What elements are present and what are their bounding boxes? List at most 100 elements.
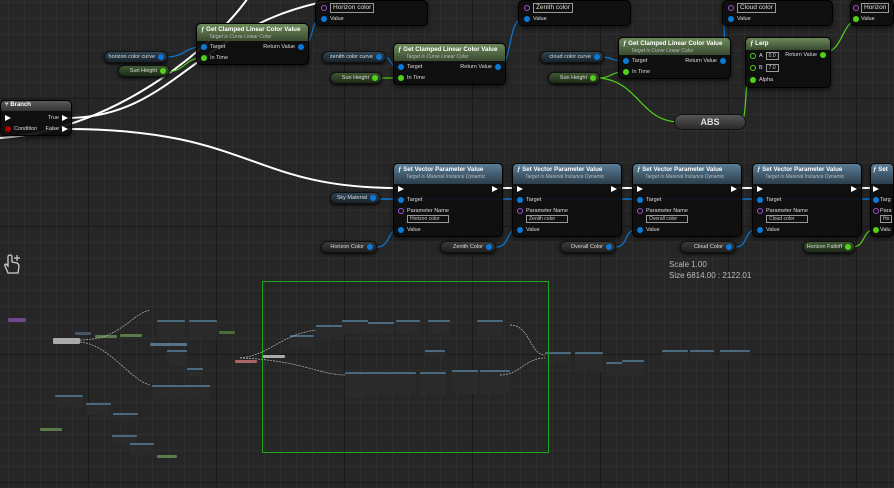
a-pin-icon[interactable] — [750, 53, 756, 59]
target-pin-icon[interactable] — [873, 197, 879, 203]
value-pin-icon[interactable] — [853, 16, 859, 22]
parameter-name-input[interactable]: Horizon color — [407, 215, 449, 223]
exec-out-pin-icon[interactable] — [611, 186, 617, 192]
b-input[interactable]: 7.0 — [765, 64, 779, 72]
exec-in-pin-icon[interactable] — [637, 186, 643, 192]
output-pin-icon[interactable] — [486, 244, 492, 250]
output-pin-icon[interactable] — [845, 244, 851, 250]
color-variable[interactable]: Horizon Falloff — [803, 241, 855, 253]
target-pin-icon[interactable] — [398, 64, 404, 70]
name-pin-icon[interactable] — [728, 5, 734, 11]
name-pin-icon[interactable] — [637, 208, 643, 214]
output-pin-icon[interactable] — [590, 75, 596, 81]
curve-variable[interactable]: zenith color curve — [322, 51, 386, 63]
sky-material-variable[interactable]: Sky Material — [330, 192, 380, 204]
return-pin-icon[interactable] — [495, 64, 501, 70]
name-pin-icon[interactable] — [524, 5, 530, 11]
set-scalar-node-partial[interactable]: Horizon Value — [850, 0, 894, 26]
exec-out-pin-icon[interactable] — [851, 186, 857, 192]
branch-node[interactable]: ⑂ Branch True Condition False — [0, 100, 72, 136]
in-time-pin-icon[interactable] — [398, 75, 404, 81]
exec-wire — [65, 128, 398, 189]
parameter-name-input[interactable]: Ho — [880, 215, 893, 223]
output-pin-icon[interactable] — [606, 244, 612, 250]
value-pin-icon[interactable] — [757, 227, 763, 233]
output-pin-icon[interactable] — [726, 244, 732, 250]
color-variable[interactable]: Cloud Color — [680, 241, 736, 253]
value-pin-icon[interactable] — [873, 227, 879, 233]
parameter-name-input[interactable]: Zenith color — [526, 215, 568, 223]
name-pin-icon[interactable] — [757, 208, 763, 214]
color-variable[interactable]: Overall Color — [560, 241, 616, 253]
set-vector-node-partial[interactable]: Zenith color Value — [518, 0, 631, 26]
name-pin-icon[interactable] — [853, 5, 859, 11]
curve-variable[interactable]: horizon color curve — [104, 51, 168, 63]
set-vector-node-partial[interactable]: Horizon color Value — [315, 0, 428, 26]
set-vector-node-partial[interactable]: Cloud color Value — [722, 0, 833, 26]
abs-node[interactable]: ABS — [674, 114, 746, 130]
name-pin-icon[interactable] — [517, 208, 523, 214]
return-pin-icon[interactable] — [820, 52, 826, 58]
a-input[interactable]: 0.0 — [765, 52, 779, 60]
target-pin-icon[interactable] — [623, 58, 629, 64]
value-pin-icon[interactable] — [728, 16, 734, 22]
exec-out-pin-icon[interactable] — [492, 186, 498, 192]
target-pin-icon[interactable] — [637, 197, 643, 203]
minimap-node — [53, 338, 80, 344]
sun-height-variable[interactable]: Sun Height — [330, 72, 382, 84]
target-pin-icon[interactable] — [517, 197, 523, 203]
output-pin-icon[interactable] — [376, 54, 382, 60]
parameter-name-input[interactable]: Cloud color — [766, 215, 808, 223]
alpha-pin-icon[interactable] — [750, 77, 756, 83]
condition-pin-icon[interactable] — [5, 126, 11, 132]
name-pin-icon[interactable] — [873, 208, 879, 214]
output-pin-icon[interactable] — [158, 54, 164, 60]
name-pin-icon[interactable] — [321, 5, 327, 11]
color-variable[interactable]: Zenith Color — [440, 241, 496, 253]
exec-false-pin-icon[interactable] — [62, 126, 68, 132]
minimap-viewport[interactable] — [262, 281, 549, 453]
value-pin-icon[interactable] — [524, 16, 530, 22]
name-pin-icon[interactable] — [398, 208, 404, 214]
value-pin-icon[interactable] — [637, 227, 643, 233]
in-time-pin-icon[interactable] — [201, 55, 207, 61]
value-pin-icon[interactable] — [321, 16, 327, 22]
exec-in-pin-icon[interactable] — [5, 115, 11, 121]
sun-height-variable[interactable]: Sun Height — [118, 65, 170, 77]
exec-in-pin-icon[interactable] — [398, 186, 404, 192]
target-pin-icon[interactable] — [398, 197, 404, 203]
value-pin-icon[interactable] — [398, 227, 404, 233]
minimap[interactable] — [0, 280, 894, 488]
output-pin-icon[interactable] — [594, 54, 600, 60]
target-pin-icon[interactable] — [757, 197, 763, 203]
exec-true-pin-icon[interactable] — [62, 115, 68, 121]
exec-in-pin-icon[interactable] — [757, 186, 763, 192]
return-pin-icon[interactable] — [720, 58, 726, 64]
sun-height-variable[interactable]: Sun Height — [548, 72, 600, 84]
target-pin-icon[interactable] — [201, 44, 207, 50]
exec-in-pin-icon[interactable] — [517, 186, 523, 192]
curve-variable[interactable]: cloud color curve — [540, 51, 604, 63]
return-pin-icon[interactable] — [298, 44, 304, 50]
value-pin-icon[interactable] — [517, 227, 523, 233]
parameter-name-input[interactable]: Overall color — [646, 215, 688, 223]
output-pin-icon[interactable] — [370, 195, 376, 201]
exec-out-pin-icon[interactable] — [731, 186, 737, 192]
in-time-pin-icon[interactable] — [623, 69, 629, 75]
minimap-node — [316, 325, 342, 337]
output-pin-icon[interactable] — [367, 244, 373, 250]
output-pin-icon[interactable] — [160, 68, 166, 74]
b-pin-icon[interactable] — [750, 65, 756, 71]
exec-in-pin-icon[interactable] — [873, 186, 879, 192]
color-variable[interactable]: Horizon Color — [321, 241, 377, 253]
output-pin-icon[interactable] — [372, 75, 378, 81]
